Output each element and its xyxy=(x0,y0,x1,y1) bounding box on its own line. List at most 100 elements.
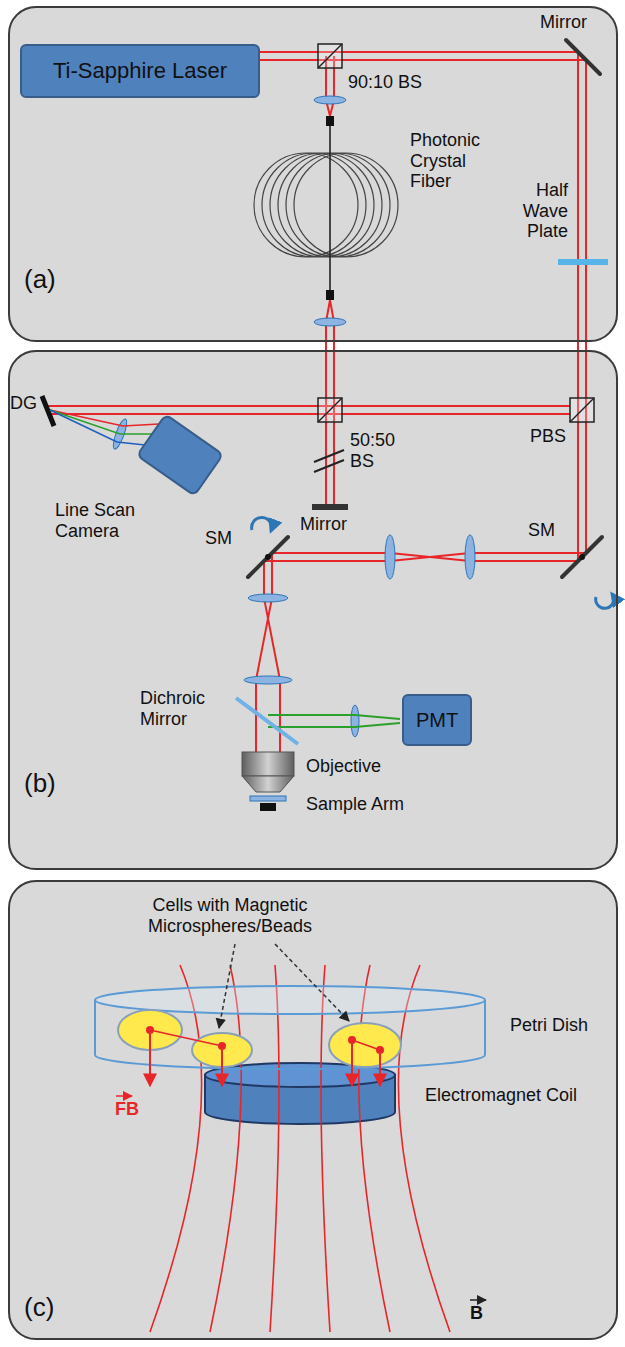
lens xyxy=(244,676,292,684)
leader-line xyxy=(219,944,235,1028)
vector-arrow xyxy=(116,1095,132,1097)
fluorescence-beam xyxy=(268,715,400,719)
force-arrow xyxy=(150,1034,380,1086)
fluorescence-beam xyxy=(268,715,400,727)
component-label: Sample Arm xyxy=(306,794,404,815)
box-label: Ti-Sapphire Laser xyxy=(53,58,227,83)
lens xyxy=(314,96,346,104)
magnetic-bead xyxy=(348,1036,356,1044)
beam-splitter-cube xyxy=(570,398,594,422)
magnetic-bead xyxy=(376,1046,384,1054)
component-label: DG xyxy=(10,393,37,414)
panel-ground xyxy=(8,880,618,1340)
laser-box: Ti-Sapphire Laser xyxy=(20,44,260,98)
magnetic-field-line xyxy=(210,965,241,1332)
laser-beam xyxy=(46,405,570,407)
rotation-arrow xyxy=(252,517,272,531)
lens xyxy=(385,535,395,579)
dichroic-mirror xyxy=(236,698,298,744)
fiber-connector xyxy=(326,290,334,300)
beam-splitter-cube xyxy=(318,44,342,68)
panel-ground xyxy=(8,6,618,342)
petri-dish xyxy=(484,1000,486,1055)
petri-dish xyxy=(94,1000,96,1055)
scan-mirror-pivot xyxy=(265,554,585,560)
component-label: SM xyxy=(205,528,232,549)
panel-grounds xyxy=(8,6,618,1340)
mirror xyxy=(562,537,602,577)
leader-line xyxy=(275,944,349,1021)
leader-line xyxy=(219,944,349,1028)
component-label: Petri Dish xyxy=(510,1015,588,1036)
vector-arrow xyxy=(470,1299,486,1301)
cell xyxy=(329,1023,401,1067)
magnetic-field-line xyxy=(270,965,279,1332)
magnetic-field-line xyxy=(359,965,390,1332)
laser-beam xyxy=(46,52,586,752)
fiber-connector xyxy=(326,116,334,126)
beam-splitter-cube xyxy=(318,398,342,422)
petri-dish xyxy=(95,986,485,1069)
force-arrow xyxy=(351,1044,353,1086)
cell xyxy=(118,1010,401,1067)
sample-holder xyxy=(260,803,276,811)
component-label: Electromagnet Coil xyxy=(425,1085,577,1106)
lens xyxy=(465,535,475,579)
box-label: PMT xyxy=(416,709,458,732)
scan-mirror-pivot xyxy=(579,554,585,560)
lens xyxy=(111,96,475,737)
component-label: Mirror xyxy=(540,12,587,33)
panel-ground xyxy=(8,350,618,870)
rotation-arrow xyxy=(596,594,614,608)
reference-mirror xyxy=(312,504,348,510)
magnetic-field-line xyxy=(398,965,450,1332)
fiber-coil xyxy=(329,126,331,290)
magnetic-bead xyxy=(218,1042,226,1050)
bead-tether xyxy=(150,1030,222,1046)
component-label: PBS xyxy=(530,426,566,447)
magnetic-field-line xyxy=(321,965,330,1332)
bead-tether xyxy=(352,1040,380,1050)
panel-letter: (c) xyxy=(24,1294,54,1320)
component-label: 90:10 BS xyxy=(348,72,422,93)
dispersed-light xyxy=(50,410,145,445)
force-arrow xyxy=(149,1034,151,1086)
force-arrow xyxy=(221,1050,223,1086)
lens xyxy=(351,705,359,737)
petri-dish xyxy=(95,1055,485,1069)
mirror xyxy=(248,537,288,577)
beam-splitter-cube xyxy=(318,398,342,422)
sample-holder xyxy=(250,796,286,811)
magnetic-bead xyxy=(146,1026,154,1034)
sample-holder xyxy=(250,796,286,801)
fiber-connector xyxy=(326,116,334,300)
line-scan-camera xyxy=(137,414,223,495)
figure-panel: (a)Ti-Sapphire Laser xyxy=(8,6,618,342)
force-symbol: FB xyxy=(115,1099,139,1120)
objective-lens xyxy=(242,752,294,776)
beam-splitter-cube xyxy=(318,44,594,422)
component-label: Half Wave Plate xyxy=(506,180,568,242)
beam-splitter-cube xyxy=(570,398,594,422)
half-wave-plate xyxy=(558,259,608,265)
field-symbol: B xyxy=(470,1303,483,1324)
component-label: Line Scan Camera xyxy=(55,500,165,541)
attenuator-marks xyxy=(314,450,344,472)
electromagnet-coil xyxy=(205,1063,395,1124)
component-label: Mirror xyxy=(300,514,347,535)
force-arrow xyxy=(379,1054,381,1086)
panel-letter: (b) xyxy=(24,770,56,796)
magnetic-field-line xyxy=(150,965,450,1332)
dispersed-light xyxy=(50,410,159,445)
fiber-coil xyxy=(254,126,398,290)
component-label: SM xyxy=(528,520,555,541)
beam-splitter-cube xyxy=(318,44,342,68)
laser-beam xyxy=(49,413,570,415)
attenuator-marks xyxy=(314,460,344,472)
component-label: Photonic Crystal Fiber xyxy=(410,130,500,192)
fiber-coil xyxy=(294,153,398,257)
component-label: 50:50 BS xyxy=(350,430,402,471)
mirror xyxy=(566,40,600,74)
fiber-coil xyxy=(286,153,390,257)
